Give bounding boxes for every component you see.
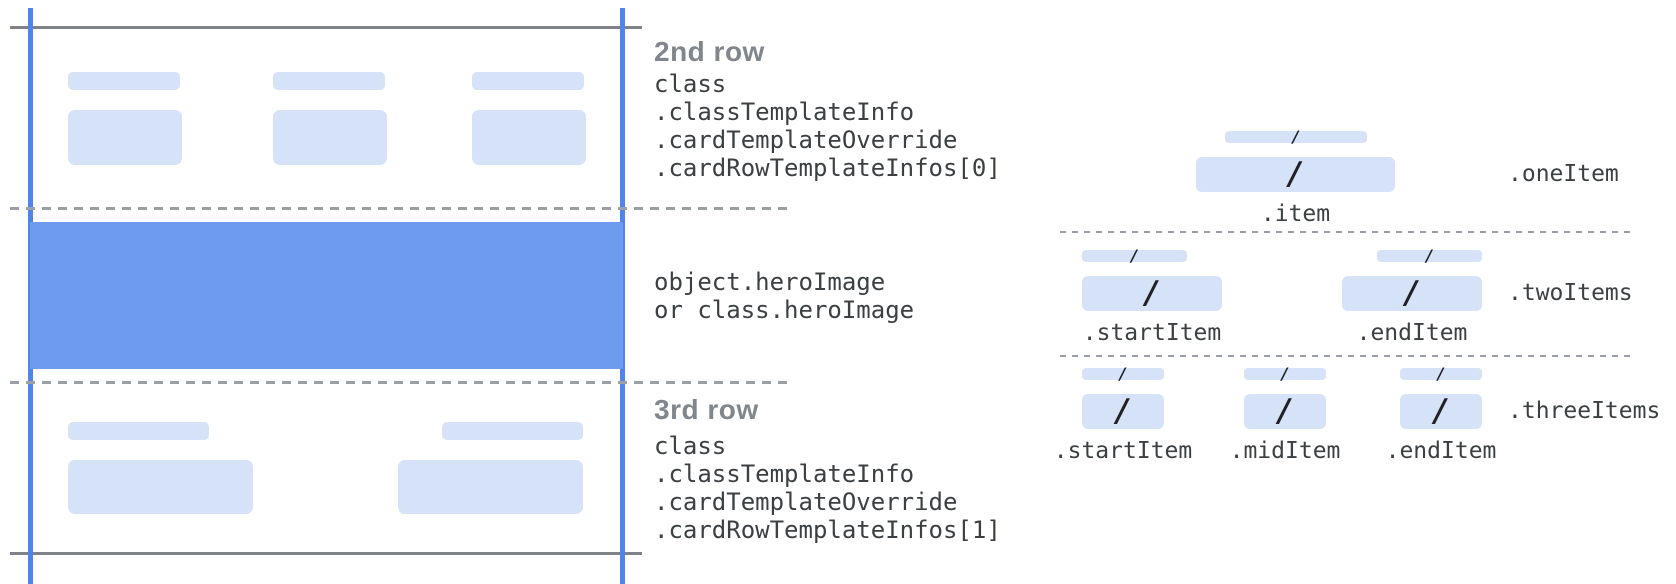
code-line: .classTemplateInfo — [654, 98, 915, 126]
value-placeholder-bar: / — [1400, 394, 1482, 429]
code-line: .cardTemplateOverride — [654, 488, 958, 516]
value-placeholder-bar: / — [1342, 276, 1482, 311]
hero-image-field-path: object.heroImage or class.heroImage — [654, 268, 914, 324]
item-slot-label: .endItem — [1356, 320, 1468, 346]
label-placeholder-bar: / — [1400, 364, 1482, 383]
value-placeholder-bar: / — [1244, 394, 1326, 429]
value-placeholder-bar: / — [1082, 394, 1164, 429]
label-placeholder-bar: / — [1225, 127, 1367, 146]
label-placeholder-bar: / — [1082, 364, 1164, 383]
field-value-placeholder — [398, 460, 583, 514]
code-line: .cardTemplateOverride — [654, 126, 958, 154]
row-separator-dashed-line — [10, 207, 793, 210]
field-label-placeholder — [472, 72, 584, 90]
field-label-placeholder — [442, 422, 583, 440]
label-placeholder-bar: / — [1244, 364, 1326, 383]
card-top-border — [10, 26, 642, 29]
text-placeholder-slash-icon: / — [1402, 275, 1422, 311]
field-value-placeholder — [68, 110, 182, 165]
row3-heading: 3rd row — [654, 394, 759, 425]
row3-field-path: class .classTemplateInfo .cardTemplateOv… — [654, 432, 1001, 544]
text-placeholder-slash-icon: / — [1431, 393, 1451, 429]
text-placeholder-slash-icon: / — [1118, 364, 1128, 383]
two-items-layout-label: .twoItems — [1508, 280, 1633, 306]
code-line: .cardRowTemplateInfos[0] — [654, 154, 1001, 182]
text-placeholder-slash-icon: / — [1113, 393, 1133, 429]
field-value-placeholder — [68, 460, 253, 514]
layout-separator-dashed-line — [1060, 355, 1630, 357]
code-line: object.heroImage — [654, 268, 886, 296]
field-label-placeholder — [273, 72, 385, 90]
text-placeholder-slash-icon: / — [1286, 156, 1305, 192]
value-placeholder-bar: / — [1082, 276, 1222, 311]
text-placeholder-slash-icon: / — [1142, 275, 1162, 311]
card-bottom-border — [10, 552, 642, 555]
code-line: .classTemplateInfo — [654, 460, 915, 488]
value-placeholder-bar: / — [1196, 157, 1395, 192]
row-separator-dashed-line — [10, 381, 793, 384]
code-line: class — [654, 70, 727, 98]
field-label-placeholder — [68, 72, 180, 90]
row2-heading: 2nd row — [654, 36, 765, 67]
text-placeholder-slash-icon: / — [1129, 246, 1140, 265]
layout-separator-dashed-line — [1060, 231, 1630, 233]
item-slot-label: .startItem — [1082, 320, 1222, 346]
text-placeholder-slash-icon: / — [1280, 364, 1290, 383]
one-item-layout-label: .oneItem — [1508, 161, 1619, 187]
text-placeholder-slash-icon: / — [1291, 127, 1301, 146]
item-slot-label: .item — [1260, 201, 1331, 227]
field-label-placeholder — [68, 422, 209, 440]
code-line: or class.heroImage — [654, 296, 915, 324]
field-value-placeholder — [472, 110, 586, 165]
code-line: class — [654, 432, 727, 460]
text-placeholder-slash-icon: / — [1424, 246, 1435, 265]
label-placeholder-bar: / — [1082, 246, 1187, 265]
three-items-layout-label: .threeItems — [1508, 398, 1661, 424]
text-placeholder-slash-icon: / — [1436, 364, 1446, 383]
text-placeholder-slash-icon: / — [1275, 393, 1295, 429]
hero-image-band — [30, 222, 623, 369]
label-placeholder-bar: / — [1377, 246, 1482, 265]
row2-field-path: class .classTemplateInfo .cardTemplateOv… — [654, 70, 1001, 182]
item-slot-label: .endItem — [1385, 438, 1497, 464]
field-value-placeholder — [273, 110, 387, 165]
item-slot-label: .startItem — [1053, 438, 1193, 464]
code-line: .cardRowTemplateInfos[1] — [654, 516, 1001, 544]
item-slot-label: .midItem — [1229, 438, 1341, 464]
